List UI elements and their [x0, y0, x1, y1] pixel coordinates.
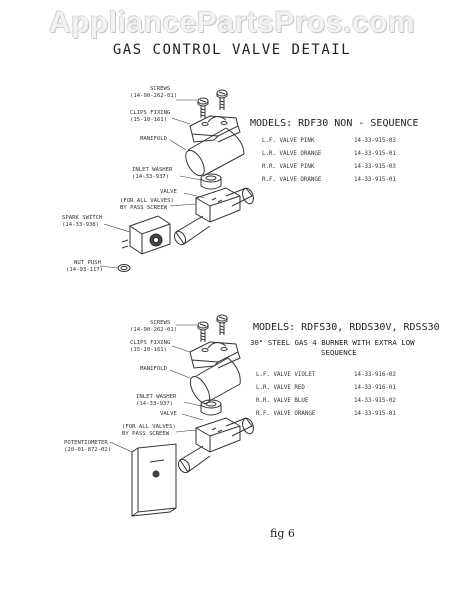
table-row: R.R. VALVE BLUE	[256, 398, 309, 404]
part-number: 14-33-915-01	[354, 151, 396, 157]
leader-lines	[109, 324, 204, 453]
callout-valve: VALVE	[160, 189, 177, 195]
manifold-pipe-icon	[185, 127, 245, 177]
potentiometer-icon	[131, 443, 177, 517]
screw-icon	[216, 314, 228, 335]
clip-fixing-icon	[189, 115, 241, 143]
valve-icon	[173, 187, 254, 246]
nut-push-icon	[117, 264, 131, 272]
inlet-washer-icon	[200, 173, 222, 190]
diagram-1-drawing	[99, 89, 254, 272]
callout-bypass-screw: (FOR ALL VALVES) BY PASS SCREEW	[122, 424, 176, 437]
screw-icon	[197, 321, 209, 342]
manifold-pipe-icon	[189, 357, 241, 405]
part-number: 14-33-916-01	[354, 385, 396, 391]
spark-switch-icon	[121, 215, 171, 255]
model-line-1: MODELS: RDF30 NON - SEQUENCE	[250, 118, 419, 129]
callout-inlet-washer: INLET WASHER (14-33-937)	[136, 394, 177, 407]
table-row: L.F. VALVE VIOLET	[256, 372, 316, 378]
diagram-2-drawing	[109, 314, 254, 517]
part-number: 14-33-916-02	[354, 372, 396, 378]
inlet-washer-icon	[200, 399, 222, 416]
model-subtitle: 30" STEEL GAS 4 BURNER WITH EXTRA LOW	[250, 338, 415, 347]
callout-manifold: MANIFOLD	[140, 136, 167, 142]
part-number: 14-33-915-01	[354, 177, 396, 183]
watermark: AppliancePartsPros.com	[48, 6, 416, 39]
table-row: L.R. VALVE RED	[256, 385, 305, 391]
model-line-2: MODELS: RDFS30, RDDS30V, RDSS30	[253, 322, 440, 333]
callout-screws: SCREWS (14-90-262-01)	[130, 86, 178, 99]
page-title: GAS CONTROL VALVE DETAIL	[112, 42, 352, 58]
screw-icon	[197, 97, 209, 118]
table-row: R.F. VALVE ORANGE	[256, 411, 316, 417]
callout-inlet-washer: INLET WASHER (14-33-937)	[132, 167, 173, 180]
callout-nut-push: NUT PUSH (14-93-117)	[66, 260, 104, 273]
part-number: 14-33-915-03	[354, 164, 396, 170]
table-row: L.F. VALVE PINK	[262, 138, 315, 144]
figure-label: fig 6	[270, 527, 295, 540]
callout-valve: VALVE	[160, 411, 177, 417]
table-row: R.F. VALVE ORANGE	[262, 177, 322, 183]
model-subtitle: SEQUENCE	[321, 348, 357, 357]
callout-spark-switch: SPARK SWITCH (14-33-938)	[62, 215, 103, 228]
callout-screws: SCREWS (14-90-262-01)	[130, 320, 178, 333]
valve-icon	[177, 417, 254, 474]
callout-bypass-screw: (FOR ALL VALVES) BY PASS SCREEW	[120, 198, 174, 211]
clip-fixing-icon	[189, 341, 241, 369]
part-number: 14-33-915-03	[354, 138, 396, 144]
leader-lines	[99, 99, 206, 269]
part-number: 14-33-915-01	[354, 411, 396, 417]
callout-clips-fixing: CLIPS FIXING (15-10-161)	[130, 110, 171, 123]
part-number: 14-33-915-02	[354, 398, 396, 404]
callout-potentiometer: POTENTIOMETER (20-01-872-02)	[64, 440, 112, 453]
table-row: L.R. VALVE ORANGE	[262, 151, 322, 157]
table-row: R.R. VALVE PINK	[262, 164, 315, 170]
callout-manifold: MANIFOLD	[140, 366, 167, 372]
screw-icon	[216, 89, 228, 110]
callout-clips-fixing: CLIPS FIXING (15-10-161)	[130, 340, 171, 353]
